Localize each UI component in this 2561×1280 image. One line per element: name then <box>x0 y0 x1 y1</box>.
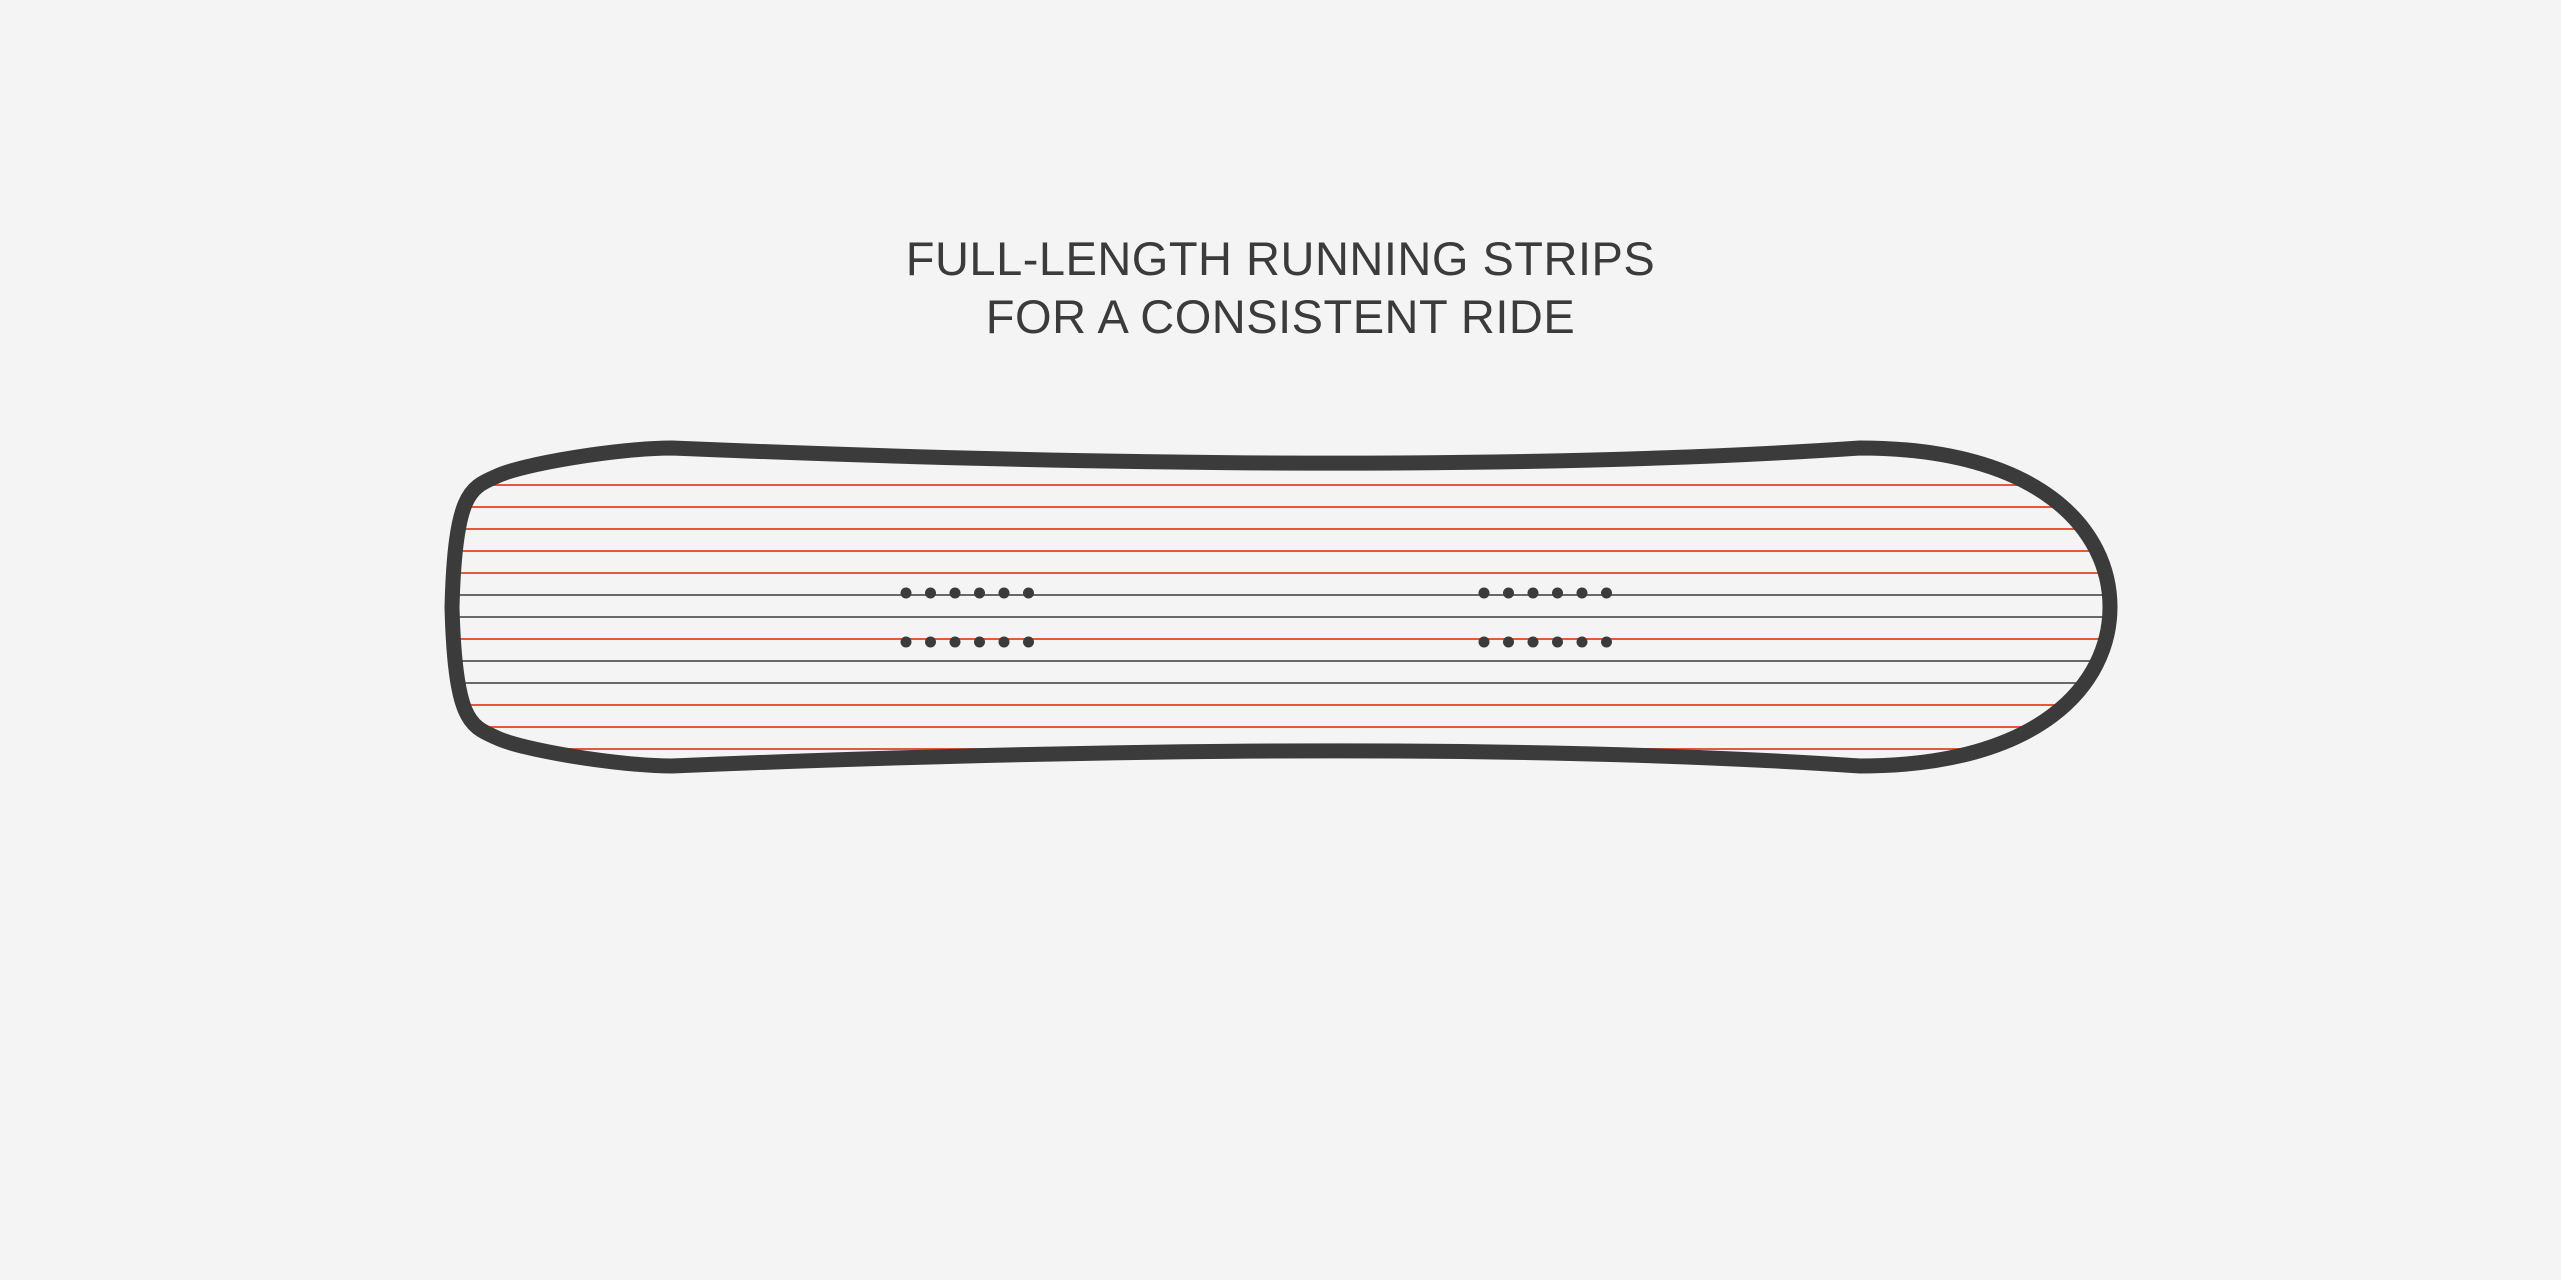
insert-dot <box>1527 587 1539 599</box>
insert-dot <box>974 636 985 648</box>
insert-dot <box>949 587 961 599</box>
insert-dot <box>1023 636 1034 648</box>
insert-dot <box>1478 587 1490 599</box>
insert-dot <box>1576 636 1588 648</box>
insert-dot <box>1601 587 1612 599</box>
page-title: FULL-LENGTH RUNNING STRIPS FOR A CONSIST… <box>0 230 2561 346</box>
insert-dot <box>1601 636 1612 648</box>
insert-dot <box>949 636 961 648</box>
insert-dot <box>1527 636 1539 648</box>
insert-dot <box>998 587 1010 599</box>
insert-dot <box>1552 636 1563 648</box>
insert-dot <box>1023 587 1034 599</box>
insert-dot <box>1503 587 1514 599</box>
insert-dot <box>998 636 1010 648</box>
title-line-1: FULL-LENGTH RUNNING STRIPS <box>905 232 1656 285</box>
title-line-2: FOR A CONSISTENT RIDE <box>985 290 1576 343</box>
insert-dot <box>1552 587 1563 599</box>
insert-dot <box>1576 587 1588 599</box>
insert-dot <box>974 587 985 599</box>
insert-dot <box>900 636 912 648</box>
insert-dot <box>925 587 936 599</box>
running-strips <box>452 484 2110 750</box>
binding-inserts <box>900 587 1612 648</box>
insert-dot <box>900 587 912 599</box>
insert-dot <box>1478 636 1490 648</box>
snowboard-outline <box>444 440 2118 774</box>
insert-dot <box>1503 636 1514 648</box>
insert-dot <box>925 636 936 648</box>
